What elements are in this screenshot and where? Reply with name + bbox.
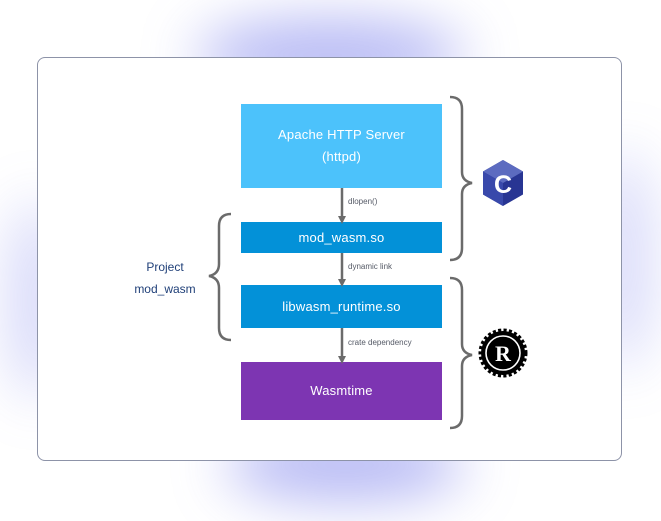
- crate-dependency-label: crate dependency: [348, 338, 412, 347]
- c-bracket: [449, 95, 473, 262]
- wasmtime-box: Wasmtime: [241, 362, 442, 420]
- dlopen-label: dlopen(): [348, 197, 378, 206]
- rust-bracket: [449, 276, 473, 430]
- mod-wasm-box: mod_wasm.so: [241, 222, 442, 253]
- c-logo-letter: C: [494, 171, 512, 199]
- project-label: Project mod_wasm: [120, 256, 210, 300]
- httpd-title: Apache HTTP Server: [278, 127, 405, 142]
- httpd-subtitle: (httpd): [322, 149, 361, 164]
- libwasm-label: libwasm_runtime.so: [282, 298, 401, 314]
- libwasm-box: libwasm_runtime.so: [241, 285, 442, 328]
- rust-language-logo-icon: R: [478, 328, 528, 378]
- mod-wasm-label: mod_wasm.so: [298, 229, 385, 245]
- project-bracket: [208, 212, 232, 342]
- project-label-line2: mod_wasm: [134, 282, 196, 296]
- c-language-logo-icon: C: [483, 160, 523, 206]
- wasmtime-label: Wasmtime: [310, 383, 373, 398]
- httpd-box: Apache HTTP Server (httpd): [241, 104, 442, 188]
- dynamic-link-label: dynamic link: [348, 262, 393, 271]
- project-label-line1: Project: [146, 260, 184, 274]
- rust-logo-letter: R: [495, 341, 512, 366]
